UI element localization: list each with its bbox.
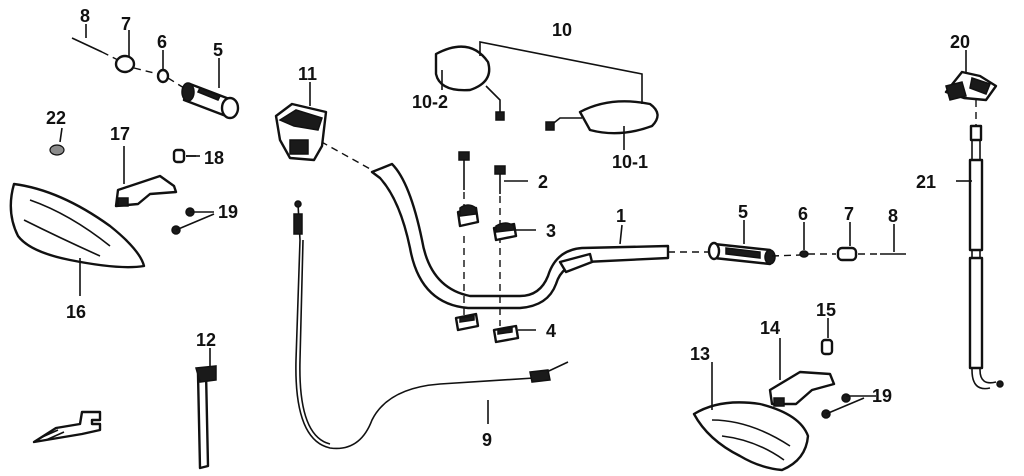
callout-10-2: 10-2 <box>412 92 448 112</box>
lower-holder-part <box>454 312 520 344</box>
callout-20: 20 <box>950 32 970 52</box>
right-grip-part <box>707 241 776 266</box>
washer-part <box>49 144 65 156</box>
callout-11: 11 <box>298 64 317 84</box>
callout-19-left: 19 <box>218 202 238 222</box>
front-arrow-icon <box>32 410 102 444</box>
switch-housing-part <box>274 102 328 162</box>
right-bar-end-part <box>771 246 906 262</box>
callout-1: 1 <box>616 206 626 226</box>
callout-19-right: 19 <box>872 386 892 406</box>
left-grip-part <box>181 82 240 120</box>
callout-12: 12 <box>196 330 216 350</box>
callout-labels: 8 7 6 5 11 10 10-2 10-1 2 3 4 1 5 6 7 8 … <box>46 6 970 450</box>
mirror-left-part <box>434 45 505 121</box>
left-cover-part <box>9 182 146 269</box>
callout-16: 16 <box>66 302 86 322</box>
callout-6-right: 6 <box>798 204 808 224</box>
callout-3: 3 <box>546 221 556 241</box>
right-nut-part <box>820 338 834 356</box>
callout-5-left: 5 <box>213 40 223 60</box>
brake-lever-part <box>944 70 998 102</box>
callout-5-right: 5 <box>738 202 748 222</box>
throttle-cable-part <box>293 200 569 450</box>
callout-21: 21 <box>916 172 936 192</box>
callout-10-1: 10-1 <box>612 152 648 172</box>
handlebar-part <box>299 129 712 310</box>
callout-15: 15 <box>816 300 836 320</box>
callout-17: 17 <box>110 124 130 144</box>
leader-lines <box>59 24 972 424</box>
bolts-part <box>458 151 506 326</box>
callout-6-left: 6 <box>157 32 167 52</box>
upper-holder-part <box>456 204 518 242</box>
callout-4: 4 <box>546 321 556 341</box>
right-bracket-part <box>768 370 836 407</box>
callout-7-right: 7 <box>844 204 854 224</box>
callout-18: 18 <box>204 148 224 168</box>
callout-2: 2 <box>538 172 548 192</box>
callout-13: 13 <box>690 344 710 364</box>
left-bracket-part <box>114 174 178 208</box>
brake-cable-part <box>968 100 1004 390</box>
callout-14: 14 <box>760 318 780 338</box>
callout-8-left: 8 <box>80 6 90 26</box>
callout-22: 22 <box>46 108 66 128</box>
callout-7-left: 7 <box>121 14 131 34</box>
callout-8-right: 8 <box>888 206 898 226</box>
callout-10: 10 <box>552 20 572 40</box>
cable-tie-part <box>195 365 217 470</box>
left-bar-end-part <box>71 37 185 89</box>
callout-9: 9 <box>482 430 492 450</box>
mirror-right-part <box>545 100 659 135</box>
right-cover-part <box>692 401 810 472</box>
